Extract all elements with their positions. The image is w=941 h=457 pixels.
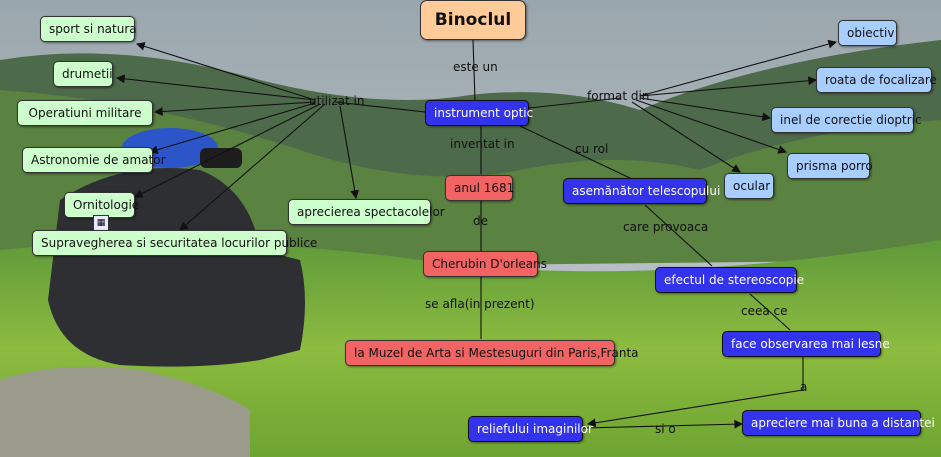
- link-line: [519, 125, 631, 179]
- node-sport-si-natura[interactable]: sport si natura: [40, 16, 137, 42]
- node-efectul-de-stereoscopie[interactable]: efectul de stereoscopie: [655, 267, 804, 293]
- link-line: [115, 74, 316, 101]
- node-drumetii[interactable]: drumetii: [53, 61, 113, 87]
- link-line: [153, 101, 316, 116]
- link-line: [582, 419, 744, 429]
- link-label-utilizat-in: utilizat in: [309, 94, 365, 108]
- node-roata-de-focalizare[interactable]: roata de focalizare: [816, 67, 937, 93]
- link-line: [639, 39, 838, 97]
- node-supravegherea[interactable]: Supravegherea si securitatea locurilor p…: [32, 230, 317, 256]
- attachment-icon[interactable]: ▦: [93, 215, 109, 231]
- link-label-inventat-in: inventat in: [450, 137, 515, 151]
- link-label-si-o: si o: [655, 422, 676, 436]
- node-reliefului-imaginilor[interactable]: reliefului imaginilor: [468, 416, 593, 442]
- link-line: [639, 97, 772, 122]
- link-line: [635, 99, 788, 154]
- node-muzeu[interactable]: la Muzel de Arta si Mestesuguri din Pari…: [345, 340, 639, 366]
- node-astronomie-de-amator[interactable]: Astronomie de amator: [22, 147, 166, 173]
- link-line: [134, 103, 321, 198]
- link-line: [148, 102, 316, 155]
- node-anul-1681[interactable]: anul 1681: [445, 175, 514, 201]
- node-cherubin-dorleans[interactable]: Cherubin D'orleans: [423, 251, 547, 277]
- link-label-ceea-ce: ceea ce: [741, 304, 788, 318]
- link-line: [644, 204, 713, 267]
- link-line: [334, 101, 426, 113]
- link-label-de: de: [473, 214, 488, 228]
- link-line: [472, 39, 476, 101]
- link-line: [528, 97, 621, 109]
- title-node[interactable]: Binoclul: [420, 0, 526, 40]
- node-ornitologie[interactable]: Ornitologie: [64, 192, 139, 218]
- link-label-format-din: format din: [587, 89, 650, 103]
- node-inel-de-corectie[interactable]: inel de corectie dioptric: [771, 107, 922, 133]
- link-label-se-afla: se afla(in prezent): [425, 297, 535, 311]
- node-asemanator-telescopului[interactable]: asemănător telescopului: [563, 178, 720, 204]
- link-label-a: a: [800, 380, 808, 394]
- link-line: [639, 76, 818, 97]
- link-line: [339, 105, 360, 200]
- link-label-care-provoaca: care provoaca: [623, 220, 709, 234]
- link-line: [749, 293, 791, 331]
- node-instrument-optic[interactable]: instrument optic: [425, 100, 533, 126]
- node-apreciere-distantei[interactable]: apreciere mai buna a distantei: [742, 410, 935, 436]
- link-line: [179, 103, 326, 231]
- node-ocular[interactable]: ocular: [724, 173, 774, 199]
- link-line: [631, 101, 741, 173]
- node-prisma-porro[interactable]: prisma porro: [787, 153, 873, 179]
- link-label-este-un: este un: [453, 60, 498, 74]
- node-aprecierea-spectacolelor[interactable]: aprecierea spectacolelor: [288, 199, 445, 225]
- link-line: [586, 389, 804, 428]
- node-operatiuni-militare[interactable]: Operatiuni militare: [17, 100, 153, 126]
- link-line: [135, 42, 316, 101]
- node-face-observarea[interactable]: face observarea mai lesne: [722, 331, 890, 357]
- link-label-cu-rol: cu rol: [575, 142, 609, 156]
- node-obiectiv[interactable]: obiectiv: [838, 20, 897, 46]
